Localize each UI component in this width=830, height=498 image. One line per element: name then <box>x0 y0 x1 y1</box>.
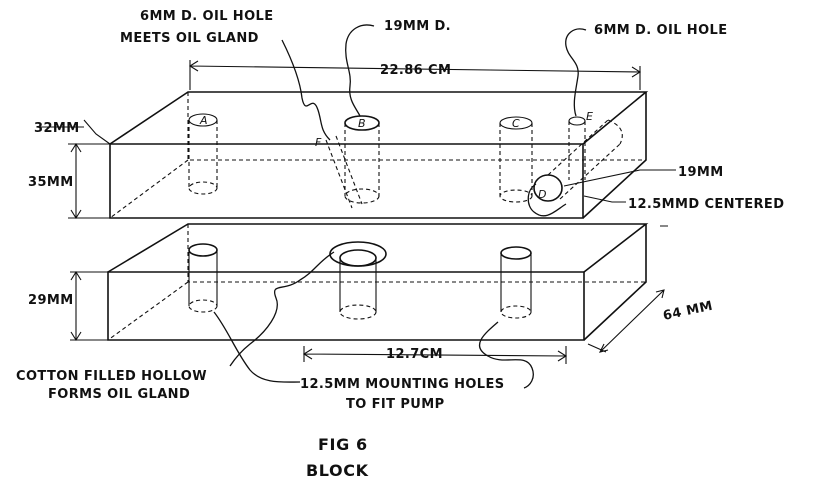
hole-c-bottom <box>499 189 533 203</box>
hole-b-bore <box>344 123 380 196</box>
dim-29mm-arrows <box>70 270 82 342</box>
leader-oil-hole-meets <box>281 39 331 141</box>
leader-cotton-gland <box>229 251 335 367</box>
leader-19mm-side <box>527 183 567 217</box>
mounting-hole-right-bore <box>500 253 532 312</box>
label-29mm: 29MM <box>28 293 74 308</box>
lower-block-hidden-edges <box>107 224 646 341</box>
label-oil-hole-right: 6MM D. OIL HOLE <box>594 23 728 38</box>
hole-letter-c: C <box>512 117 520 130</box>
oil-gland-hole-bore <box>339 258 377 312</box>
lower-block-front-face <box>107 271 585 341</box>
hole-e-bore <box>568 121 586 180</box>
leader-19mm <box>345 24 375 117</box>
label-cotton-1: COTTON FILLED HOLLOW <box>16 369 207 384</box>
dimension-labels: 6MM D. OIL HOLE MEETS OIL GLAND 19MM D. … <box>16 9 784 412</box>
hole-b-bottom <box>344 188 380 204</box>
lower-block-top-face <box>107 223 649 273</box>
label-mounting-2: TO FIT PUMP <box>346 397 445 412</box>
lower-block <box>107 223 649 341</box>
dim-32mm-line <box>40 119 111 145</box>
upper-block-top-face <box>109 91 649 145</box>
dim-64mm-line <box>587 225 668 353</box>
leader-cotton-hole <box>213 311 301 383</box>
label-125-centered: 12.5MMD CENTERED <box>628 197 784 212</box>
mounting-hole-right-top <box>500 246 532 260</box>
mounting-hole-left-bore <box>188 250 218 306</box>
lower-block-side-face <box>583 224 647 341</box>
dim-35mm-arrows <box>70 142 82 220</box>
hole-letter-a: A <box>199 114 208 127</box>
label-cotton-2: FORMS OIL GLAND <box>48 387 190 402</box>
dim-125-line <box>583 195 626 203</box>
dim-29mm-line <box>70 271 108 341</box>
fig-number: FIG 6 <box>318 435 368 454</box>
dim-length-arrows <box>188 60 642 78</box>
label-oil-hole-meets-2: MEETS OIL GLAND <box>120 31 259 46</box>
mounting-hole-left-bottom <box>188 299 218 313</box>
dim-35mm-line <box>68 143 110 219</box>
figure-caption: FIG 6 BLOCK <box>306 435 369 480</box>
hole-d-bore <box>547 119 623 200</box>
mounting-hole-left-top <box>188 243 218 257</box>
dim-127-arrows <box>302 348 568 362</box>
oil-gland-hole-top <box>339 249 377 267</box>
lower-block-holes <box>188 241 532 320</box>
hole-letter-e: E <box>586 110 593 123</box>
hole-letter-b: B <box>358 117 366 130</box>
dim-19mm-line <box>563 169 676 187</box>
hole-letters: A B C D E F <box>199 110 593 201</box>
dimension-lines <box>40 60 676 364</box>
oil-hole-f-bore <box>325 135 363 209</box>
hole-e-top <box>568 116 586 126</box>
label-19mm-side: 19MM <box>678 165 724 180</box>
hole-c-bore <box>499 123 533 196</box>
label-length-2286: 22.86 CM <box>380 63 451 78</box>
oil-gland-recess <box>329 241 387 267</box>
mounting-hole-right-bottom <box>500 305 532 319</box>
label-mounting-1: 12.5MM MOUNTING HOLES <box>300 377 505 392</box>
dim-length-line <box>189 60 641 90</box>
label-19mm-d: 19MM D. <box>384 19 451 34</box>
hole-letter-f: F <box>315 136 322 149</box>
label-oil-hole-meets-1: 6MM D. OIL HOLE <box>140 9 274 24</box>
leader-6mm-right <box>565 28 587 117</box>
label-64mm: 64 MM <box>662 299 715 324</box>
leader-mounting-right <box>478 321 534 389</box>
upper-block-hidden-edges <box>109 92 646 219</box>
label-32mm: 32MM <box>34 121 80 136</box>
hole-a-bottom <box>188 181 218 195</box>
oil-gland-hole-bottom <box>339 304 377 320</box>
upper-block <box>109 91 649 219</box>
fig-title: BLOCK <box>306 461 369 480</box>
upper-block-holes <box>188 113 623 209</box>
hole-a-bore <box>188 120 218 188</box>
hole-letter-d: D <box>538 188 546 201</box>
label-35mm: 35MM <box>28 175 74 190</box>
leader-lines <box>213 24 587 389</box>
upper-block-front-face <box>109 143 584 219</box>
label-127cm: 12.7CM <box>386 347 443 362</box>
